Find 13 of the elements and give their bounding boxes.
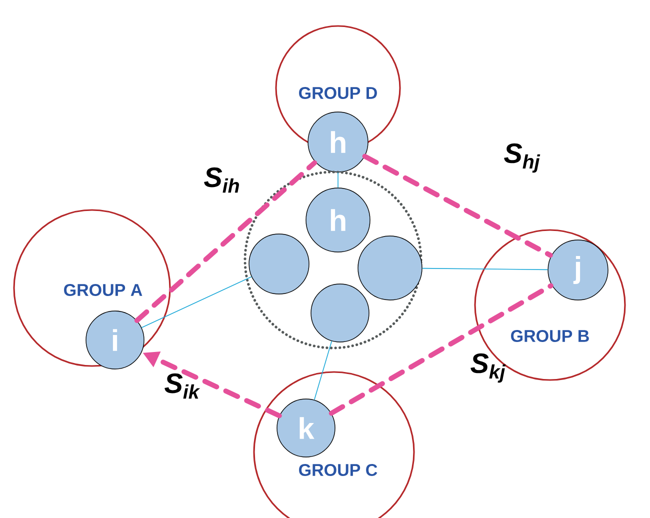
edge-label: S$_{ih}$ <box>204 167 239 193</box>
dashed-line <box>362 154 553 258</box>
edge-label: S$_{ik}$ <box>164 373 200 399</box>
empty-circle <box>358 236 422 300</box>
empty-circle <box>248 234 310 294</box>
connector-line <box>314 340 332 400</box>
empty-circle <box>310 284 370 342</box>
dotted-circle <box>244 170 422 350</box>
connector-line <box>422 268 548 270</box>
connector-line <box>141 276 252 328</box>
dashed-line <box>328 283 554 416</box>
edge-label: S$_{hj}$ <box>504 143 540 173</box>
dashed-line <box>134 160 318 323</box>
